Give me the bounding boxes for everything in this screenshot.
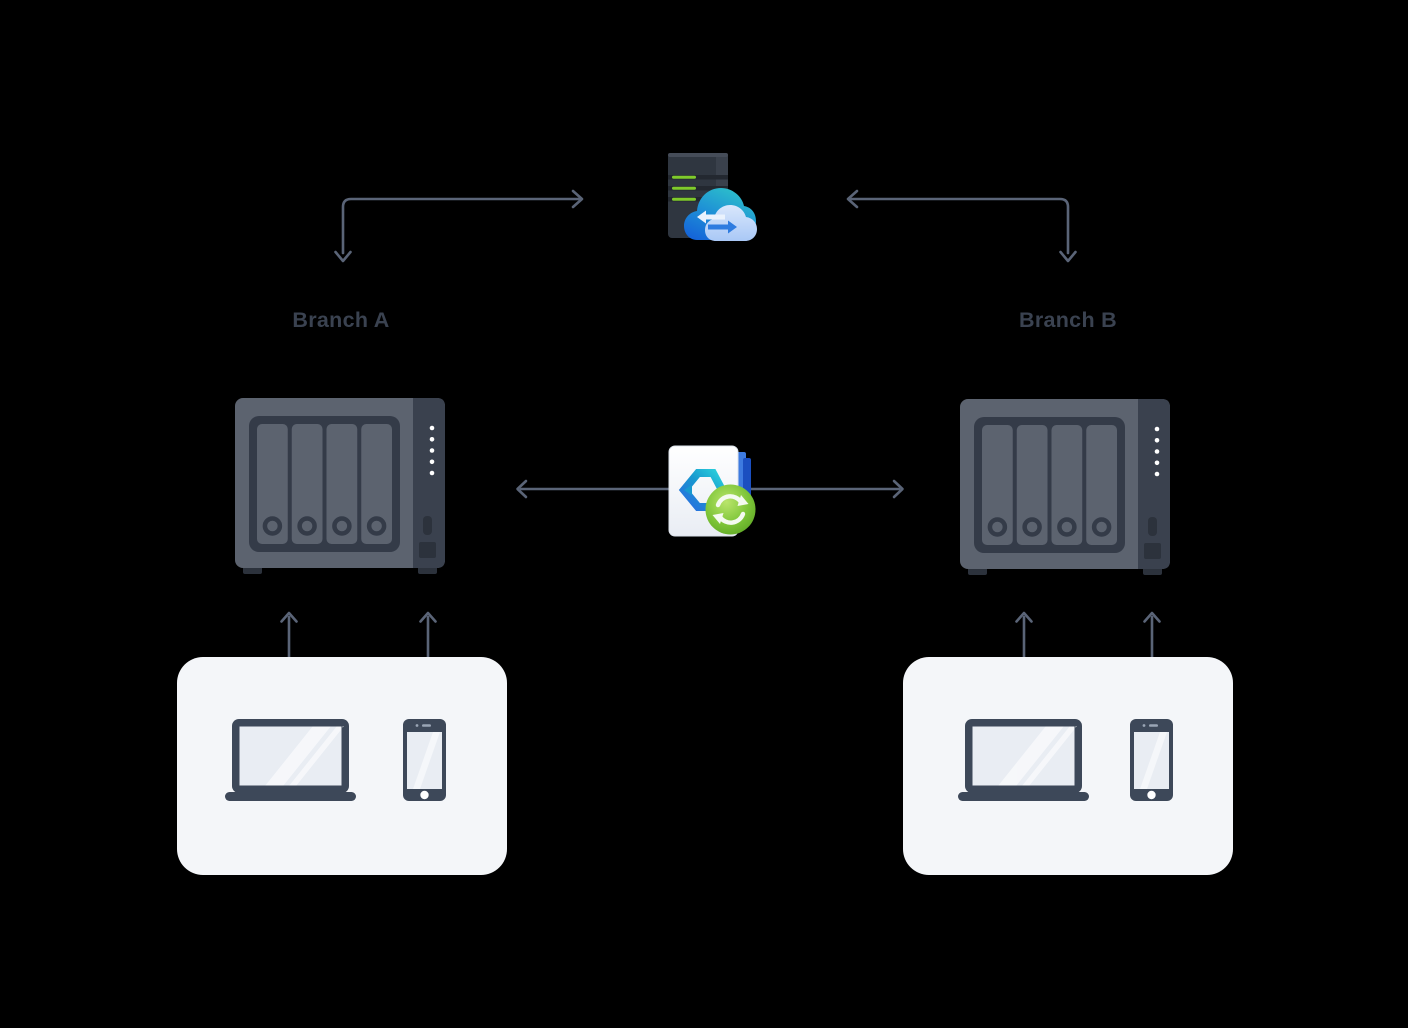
drive-sharesync-icon xyxy=(664,442,760,540)
connector-branch-a-to-server xyxy=(334,189,584,263)
branch-a-nas-icon xyxy=(235,395,445,576)
smartphone-icon xyxy=(1130,719,1173,801)
branch-b-nas-icon xyxy=(960,396,1170,577)
connector-branch-b-to-server xyxy=(846,189,1077,263)
laptop-icon xyxy=(958,719,1089,801)
branch-b-label: Branch B xyxy=(1019,308,1117,332)
laptop-icon xyxy=(225,719,356,801)
server-cloud-sync-icon xyxy=(664,150,758,242)
smartphone-icon xyxy=(403,719,446,801)
branch-a-devices-box xyxy=(177,657,507,875)
branch-b-devices-box xyxy=(903,657,1233,875)
branch-a-label: Branch A xyxy=(292,308,390,332)
